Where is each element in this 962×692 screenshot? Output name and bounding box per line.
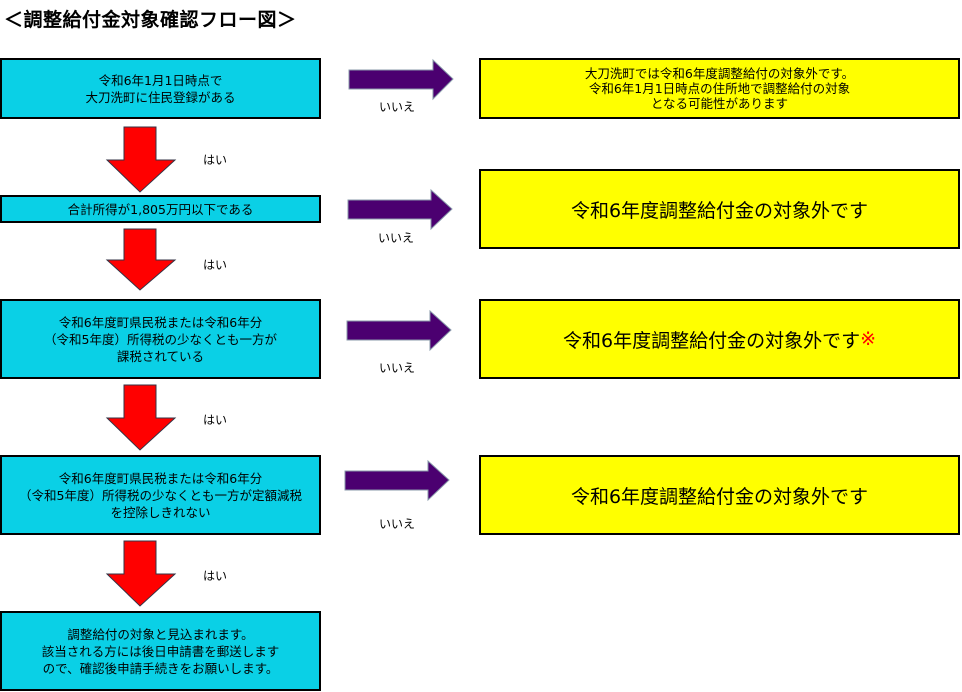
result-box-2: 令和6年度調整給付金の対象外です (479, 169, 960, 249)
yes-arrow-4 (105, 540, 177, 607)
result-box-4: 令和6年度調整給付金の対象外です (479, 455, 960, 535)
no-arrow-4 (344, 459, 450, 502)
no-label-4: いいえ (379, 517, 416, 531)
no-label-3: いいえ (379, 361, 416, 375)
no-arrow-2 (347, 188, 453, 231)
result-text-3: 令和6年度調整給付金の対象外です (562, 329, 861, 352)
yes-label-4: はい (203, 569, 228, 583)
yes-label-1: はい (203, 153, 228, 167)
question-box-1: 令和6年1月1日時点で 大刀洗町に住民登録がある (0, 58, 321, 119)
no-arrow-1 (348, 58, 454, 101)
yes-label-2: はい (203, 258, 228, 272)
yes-arrow-3 (105, 384, 177, 451)
note-mark: ※ (860, 328, 876, 350)
yes-arrow-2 (105, 228, 177, 291)
page-title: ＜調整給付金対象確認フロー図＞ (4, 9, 297, 31)
question-box-4: 令和6年度町県民税または令和6年分 （令和5年度）所得税の少なくとも一方が定額減… (0, 455, 321, 535)
no-label-2: いいえ (378, 231, 415, 245)
result-box-3: 令和6年度調整給付金の対象外です※ (479, 299, 960, 379)
no-label-1: いいえ (379, 100, 416, 114)
question-box-3: 令和6年度町県民税または令和6年分 （令和5年度）所得税の少なくとも一方が 課税… (0, 299, 321, 379)
yes-label-3: はい (203, 413, 228, 427)
yes-arrow-1 (105, 126, 177, 193)
question-box-2: 合計所得が1,805万円以下である (0, 195, 321, 223)
no-arrow-3 (346, 309, 452, 352)
final-result-box: 調整給付の対象と見込まれます。 該当される方には後日申請書を郵送します ので、確… (0, 611, 321, 691)
result-box-1: 大刀洗町では令和6年度調整給付の対象外です。 令和6年1月1日時点の住所地で調整… (479, 58, 960, 119)
